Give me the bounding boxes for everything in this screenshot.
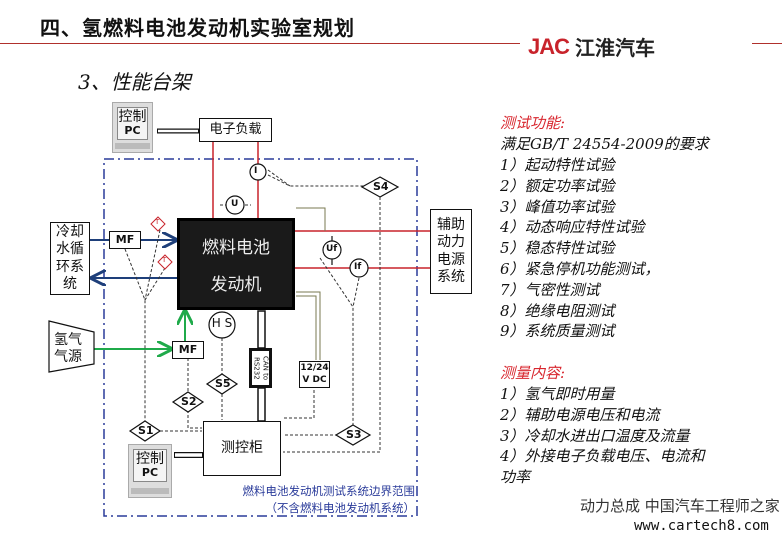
header-divider — [752, 43, 782, 44]
list-item: 3）冷却水进出口温度及流量 — [500, 426, 690, 445]
list-item: 7）气密性测试 — [500, 280, 600, 299]
fuel-cell-engine: 燃料电池 发动机 — [177, 218, 295, 310]
list-item: 4）外接电子负载电压、电流和 — [500, 447, 705, 466]
hydrogen-sensor: H S — [211, 316, 233, 330]
coolant-system: 冷却水循环系统 — [50, 222, 90, 295]
boundary-caption-line: （不含燃料电池发动机系统） — [265, 501, 416, 515]
temp-sensor-in: T — [155, 218, 160, 226]
hydrogen-source-shape — [48, 320, 95, 373]
logo-en: JAC — [528, 33, 570, 59]
measure-list: 1）氢气即时用量 2）辅助电源电压和电流 3）冷却水进出口温度及流量 4）外接电… — [500, 384, 705, 488]
list-item: 功率 — [500, 468, 531, 487]
watermark-text: 动力总成 中国汽车工程师之家 — [580, 497, 780, 515]
electronic-load: 电子负载 — [199, 118, 272, 142]
tests-intro: 满足GB/T 24554-2009的要求 — [500, 135, 709, 153]
fuel-cell-label: 发动机 — [210, 275, 262, 295]
watermark-url: www.cartech8.com — [634, 518, 769, 534]
pc-label: 控制 — [118, 109, 147, 125]
current-sensor: I — [254, 166, 258, 176]
jac-logo: JAC 江淮汽车 — [528, 32, 655, 61]
pc-label: PC — [141, 466, 159, 480]
tests-list: 1）起动特性试验 2）额定功率试验 3）峰值功率试验 4）动态响应特性试验 5）… — [500, 155, 660, 342]
signal-s4: S4 — [373, 180, 389, 193]
aux-current-sensor: If — [354, 262, 362, 272]
list-item: 3）峰值功率试验 — [500, 197, 615, 216]
flow-meter-hydrogen: MF — [172, 341, 204, 359]
control-cabinet: 测控柜 — [203, 421, 281, 476]
section-subtitle: 3、性能台架 — [78, 70, 191, 94]
can-rs232-converter: CAN to RS232 — [249, 348, 272, 388]
boundary-caption-line: 燃料电池发动机测试系统边界范围 — [242, 484, 416, 498]
list-item: 2）额定功率试验 — [500, 176, 615, 195]
list-item: 8）绝缘电阻测试 — [500, 301, 615, 320]
measure-heading: 测量内容: — [500, 364, 566, 382]
dc-power: 12/24 V DC — [299, 361, 330, 388]
list-item: 4）动态响应特性试验 — [500, 218, 645, 237]
fuel-cell-label: 燃料电池 — [202, 238, 270, 258]
hydrogen-source-label: 氢气气源 — [54, 332, 82, 365]
list-item: 9）系统质量测试 — [500, 322, 615, 341]
temp-sensor-out: T — [162, 256, 167, 264]
tests-heading: 测试功能: — [500, 114, 566, 132]
voltage-sensor: U — [231, 199, 239, 209]
list-item: 5）稳态特性试验 — [500, 239, 615, 258]
list-item: 6）紧急停机功能测试， — [500, 259, 660, 278]
header-divider — [0, 43, 520, 44]
signal-s5: S5 — [215, 377, 231, 390]
logo-cn: 江淮汽车 — [575, 36, 656, 60]
list-item: 2）辅助电源电压和电流 — [500, 405, 660, 424]
boundary-caption: 燃料电池发动机测试系统边界范围 （不含燃料电池发动机系统） — [225, 483, 416, 517]
signal-s3: S3 — [346, 428, 362, 441]
list-item: 1）起动特性试验 — [500, 156, 615, 174]
signal-s1: S1 — [138, 424, 154, 437]
aux-power-system: 辅助动力电源系统 — [430, 209, 472, 294]
test-boundary — [103, 158, 418, 517]
signal-s2: S2 — [181, 395, 197, 408]
page-title: 四、氢燃料电池发动机实验室规划 — [40, 16, 355, 40]
pc-label: 控制 — [136, 451, 164, 467]
aux-voltage-sensor: Uf — [326, 244, 338, 254]
list-item: 1）氢气即时用量 — [500, 385, 615, 403]
pc-label: PC — [124, 124, 141, 138]
flow-meter-coolant: MF — [109, 231, 141, 249]
